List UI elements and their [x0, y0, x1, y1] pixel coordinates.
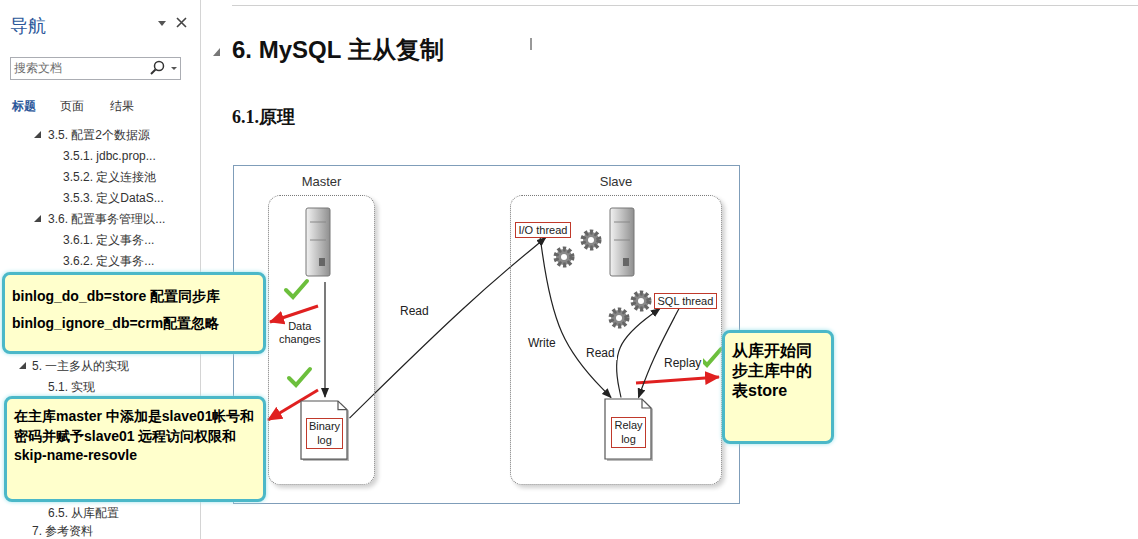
log-label: Binary log	[306, 418, 343, 448]
flow-connector	[350, 238, 546, 419]
data-flow-arrow	[324, 282, 325, 397]
thread-label: I/O thread	[519, 224, 568, 236]
nav-text: 结果	[110, 99, 134, 113]
master-region: MasterBinary log	[268, 195, 375, 485]
callout-text: binlog_ignore_db=crm配置忽略	[12, 310, 256, 337]
callout-text: binlog_do_db=store 配置同步库	[12, 283, 256, 310]
check-mark	[286, 281, 307, 297]
search-icon	[151, 62, 177, 75]
tree-toggle	[34, 131, 41, 138]
log-label: Relay log	[611, 417, 645, 447]
edge-label: Read	[584, 346, 617, 360]
flow-label: Data changes	[279, 320, 321, 346]
dropdown-icon	[158, 21, 166, 26]
callout-text: 从库开始同步主库中的表store	[732, 341, 824, 401]
close-icon	[177, 18, 186, 27]
gear-icon	[583, 232, 599, 248]
nav-text: 搜索文档	[14, 61, 62, 75]
edge-label: Write	[526, 336, 558, 350]
nav-text: 7. 参考资料	[32, 524, 93, 538]
nav-text: 3.6.2. 定义事务...	[63, 254, 154, 268]
callout-text: 在主库master 中添加是slave01帐号和密码并赋予slave01 远程访…	[14, 407, 256, 466]
log-file: Binary log	[300, 400, 350, 462]
tree-toggle	[34, 215, 41, 222]
nav-text: 3.5.3. 定义DataS...	[63, 191, 164, 205]
callout-pointer	[270, 306, 318, 322]
check-mark	[289, 369, 310, 385]
heading-toggle	[213, 48, 220, 56]
nav-text: 6.5. 从库配置	[48, 506, 119, 520]
thread-label: SQL thread	[658, 295, 714, 307]
edge-label: Replay	[662, 356, 703, 370]
callout-note: binlog_do_db=store 配置同步库binlog_ignore_db…	[2, 272, 266, 354]
search-box	[11, 58, 181, 80]
text-cursor	[531, 38, 532, 50]
gear-icon	[611, 310, 627, 326]
nav-text: 标题	[12, 99, 36, 113]
region-heading: Master	[269, 174, 374, 189]
document-heading: 6. MySQL 主从复制	[232, 36, 444, 65]
flow-connector	[639, 309, 680, 398]
nav-text: 3.6.1. 定义事务...	[63, 233, 154, 247]
nav-text: 3.6. 配置事务管理以...	[48, 212, 165, 226]
flow-connector	[616, 309, 659, 398]
tree-toggle	[19, 362, 26, 369]
callout-pointer	[636, 377, 719, 383]
nav-text: 5. 一主多从的实现	[32, 359, 129, 373]
edge-label: Read	[398, 304, 431, 318]
nav-text: 页面	[60, 99, 84, 113]
page-edge	[232, 5, 1138, 6]
nav-text: 3.5.2. 定义连接池	[63, 170, 156, 184]
callout-note: 从库开始同步主库中的表store	[722, 330, 834, 444]
gear-icon	[633, 293, 649, 309]
nav-text: 3.5. 配置2个数据源	[48, 128, 150, 142]
gear-icon	[556, 249, 572, 265]
server-icon	[306, 208, 330, 276]
log-file: Relay log	[604, 398, 654, 462]
callout-note: 在主库master 中添加是slave01帐号和密码并赋予slave01 远程访…	[4, 396, 266, 502]
figure-frame	[234, 166, 740, 504]
section-heading: 6.1.原理	[232, 107, 295, 129]
region-heading: Slave	[511, 174, 721, 189]
nav-text: 导航	[10, 16, 46, 38]
thread-box: I/O thread	[515, 222, 572, 238]
nav-text: 3.5.1. jdbc.prop...	[63, 149, 156, 163]
flow-connector	[540, 238, 611, 398]
server-icon	[610, 208, 634, 276]
thread-box: SQL thread	[654, 293, 718, 309]
nav-text: 5.1. 实现	[48, 380, 95, 394]
